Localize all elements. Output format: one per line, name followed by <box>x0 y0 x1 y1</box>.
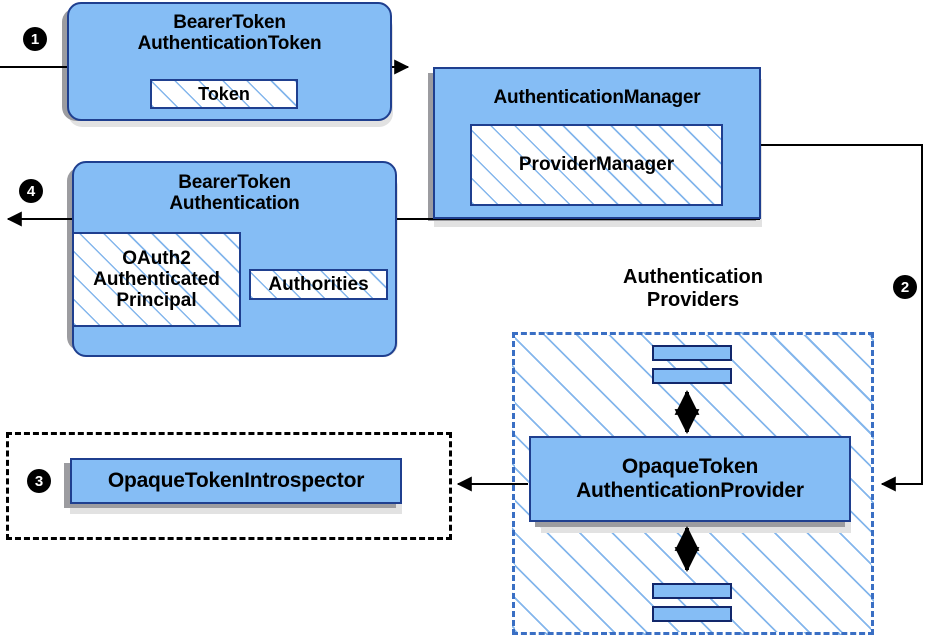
compartment-provider-manager-label: ProviderManager <box>518 154 675 176</box>
step-2-bullet: 2 <box>893 275 917 299</box>
provider-stub-bar <box>652 368 732 384</box>
compartment-token-label: Token <box>198 83 250 104</box>
node-title: BearerToken AuthenticationToken <box>137 12 322 55</box>
compartment-oauth2-authenticated-principal: OAuth2 Authenticated Principal <box>72 232 241 327</box>
compartment-token: Token <box>150 79 298 109</box>
step-4-numeral: 4 <box>26 182 36 200</box>
authentication-providers-label: Authentication Providers <box>623 266 763 311</box>
node-bearer-token-authentication-token[interactable]: BearerToken AuthenticationToken <box>67 2 392 121</box>
step-3-bullet-circle <box>27 469 51 493</box>
node-title: BearerToken Authentication <box>169 172 300 215</box>
step-4-bullet: 4 <box>19 179 43 203</box>
provider-stub-bar <box>652 345 732 361</box>
step-1-bullet: 1 <box>23 27 47 51</box>
step-3-bullet: 3 <box>27 469 51 493</box>
node-opaque-token-authentication-provider[interactable]: OpaqueToken AuthenticationProvider <box>529 436 851 522</box>
step-2-bullet-circle <box>893 275 917 299</box>
node-title: OpaqueToken AuthenticationProvider <box>576 455 804 502</box>
introspector-group-container <box>6 432 452 540</box>
wire-manager-to-provider <box>760 144 923 492</box>
step-3-numeral: 3 <box>34 472 44 490</box>
provider-stub-bar <box>652 606 732 622</box>
step-4-bullet-circle <box>19 179 43 203</box>
provider-stub-bar <box>652 583 732 599</box>
node-opaque-token-introspector[interactable]: OpaqueTokenIntrospector <box>70 458 402 504</box>
node-title: AuthenticationManager <box>493 87 701 108</box>
node-title: OpaqueTokenIntrospector <box>107 469 365 493</box>
compartment-provider-manager: ProviderManager <box>470 124 723 206</box>
step-1-bullet-circle <box>23 27 47 51</box>
step-1-numeral: 1 <box>30 30 40 48</box>
compartment-principal-label: OAuth2 Authenticated Principal <box>93 247 220 312</box>
step-2-numeral: 2 <box>900 278 910 296</box>
compartment-authorities: Authorities <box>249 269 388 300</box>
compartment-authorities-label: Authorities <box>268 273 369 295</box>
